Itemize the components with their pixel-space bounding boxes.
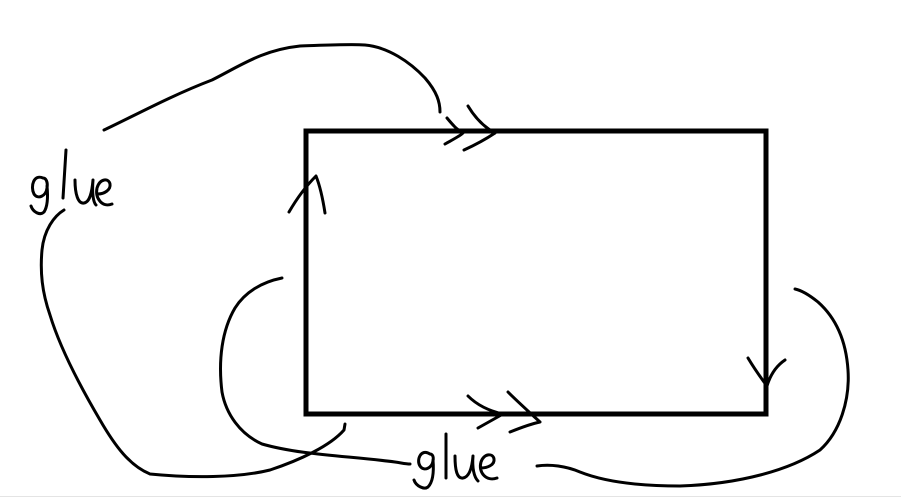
window-bottom-divider xyxy=(0,496,901,497)
right-edge-arrow xyxy=(746,356,787,388)
left-edge-arrow xyxy=(287,174,327,215)
left-glue-handwriting xyxy=(29,148,114,216)
top-glue-curve xyxy=(102,43,442,132)
top-edge-double-arrow xyxy=(443,104,497,152)
bottom-glue-handwriting xyxy=(412,432,499,490)
inner-left-loop xyxy=(219,276,412,466)
right-glue-loop xyxy=(535,287,850,488)
left-glue-loop xyxy=(39,208,347,479)
bottom-edge-double-arrow xyxy=(466,390,542,434)
square-rectangle xyxy=(303,128,769,417)
